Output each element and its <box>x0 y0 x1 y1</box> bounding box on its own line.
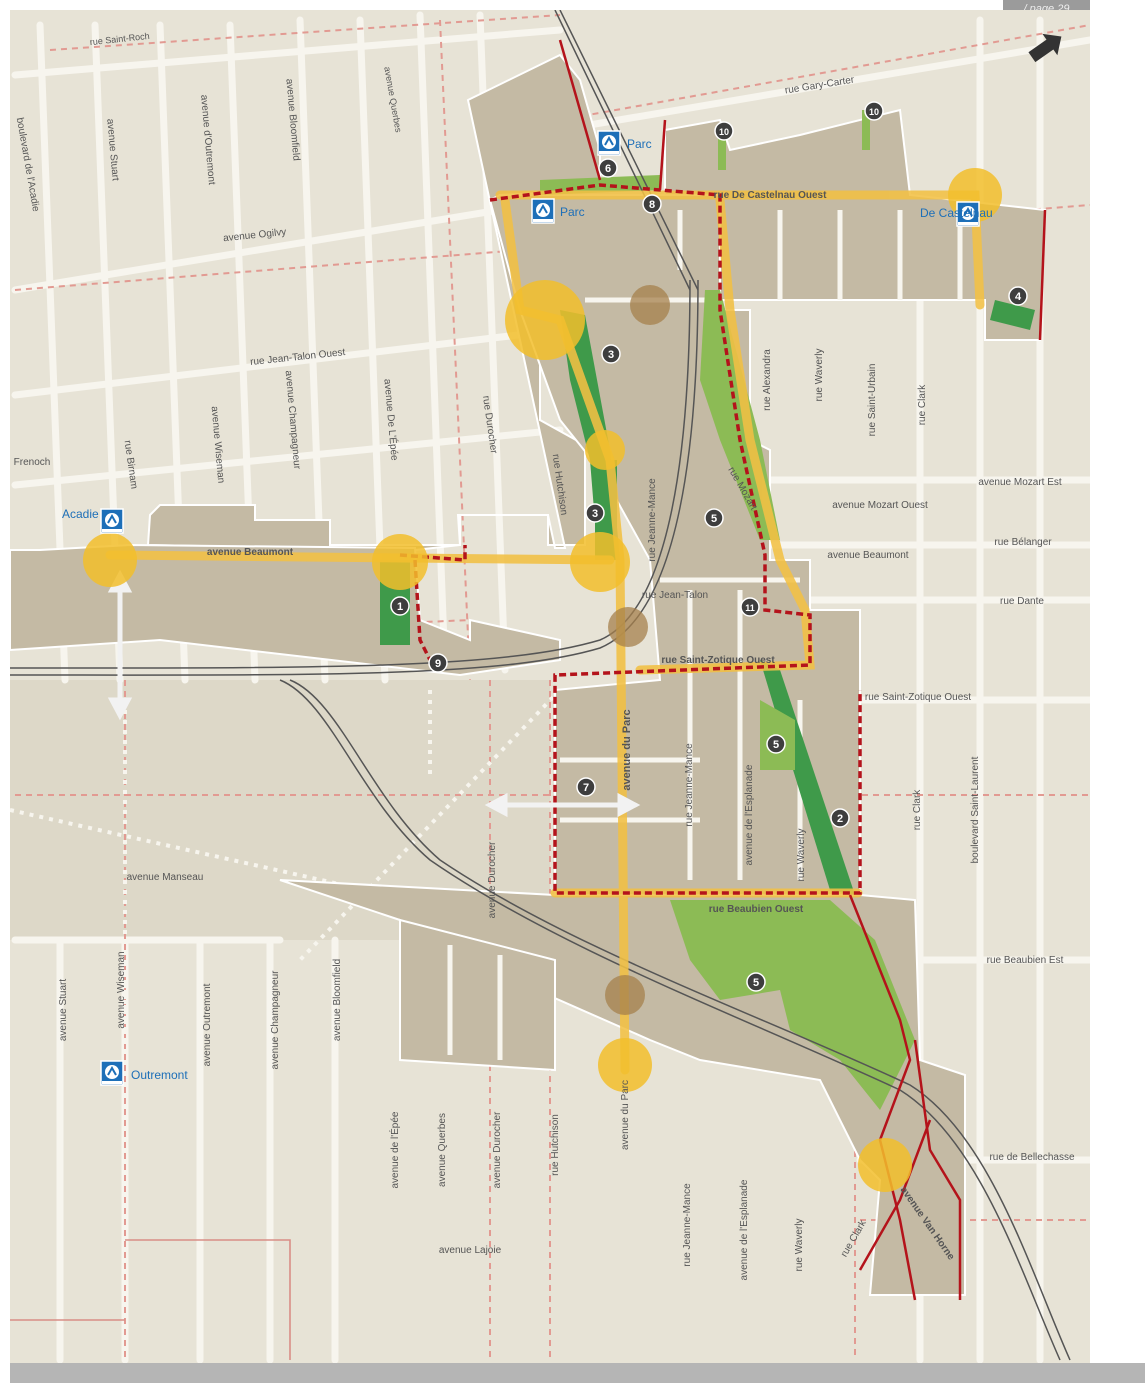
street-label: rue Saint-Urbain <box>867 364 878 437</box>
street-label: rue Clark <box>912 789 923 831</box>
numbered-marker[interactable]: 4 <box>1008 286 1028 306</box>
street-label: Frenoch <box>14 457 51 468</box>
numbered-marker[interactable]: 3 <box>585 503 605 523</box>
metro-station-icon[interactable] <box>100 1060 124 1086</box>
outremont-boundary <box>10 1239 291 1360</box>
numbered-marker[interactable]: 10 <box>864 101 884 121</box>
street-label: rue de Bellechasse <box>989 1152 1074 1163</box>
marker-number: 5 <box>773 739 779 751</box>
street-label: avenue Stuart <box>58 979 69 1041</box>
numbered-marker[interactable]: 5 <box>704 508 724 528</box>
marker-number: 4 <box>1015 291 1022 303</box>
parks <box>380 110 1035 1110</box>
street-label: avenue Querbes <box>437 1113 448 1187</box>
street-label: rue Jeanne-Mance <box>647 478 658 562</box>
street-label: avenue Outremont <box>202 983 213 1066</box>
station-label: Acadie <box>62 507 99 521</box>
marker-number: 5 <box>753 977 759 989</box>
metro-station-icon[interactable] <box>531 198 555 224</box>
marker-number: 3 <box>608 349 614 361</box>
street-label: avenue Stuart <box>104 118 120 181</box>
station-label: Parc <box>627 137 652 151</box>
street-label: rue Dante <box>1000 596 1044 607</box>
street-label: avenue du Parc <box>621 709 633 790</box>
numbered-marker[interactable]: 1 <box>390 596 410 616</box>
street-label: rue Saint-Zotique Ouest <box>865 692 971 703</box>
street-label: rue Waverly <box>794 1219 805 1272</box>
bottom-bar <box>10 1363 1145 1383</box>
street-label: avenue Manseau <box>127 872 204 883</box>
street-label: rue Hutchison <box>550 1114 561 1176</box>
street-label: avenue Beaumont <box>827 550 908 561</box>
street-label: rue De Castelnau Ouest <box>714 190 827 201</box>
street-label: avenue Durocher <box>487 841 498 918</box>
street-label: avenue de l'Esplanade <box>739 1179 750 1280</box>
street-label: rue Clark <box>917 384 928 426</box>
street-label: rue Beaubien Est <box>987 955 1064 966</box>
nodes <box>83 168 1002 1192</box>
street-label: rue Jean-Talon <box>642 590 708 601</box>
street-label: avenue Beaumont <box>207 547 294 558</box>
street-label: avenue de l'Esplanade <box>744 764 755 865</box>
site-boundary-solid <box>558 39 1047 1301</box>
street-label: avenue du Parc <box>620 1080 631 1150</box>
station-label: Parc <box>560 205 585 219</box>
marker-number: 3 <box>592 508 598 520</box>
marker-number: 1 <box>397 601 403 613</box>
numbered-marker[interactable]: 2 <box>830 808 850 828</box>
street-label: avenue Wiseman <box>116 951 127 1028</box>
street-label: rue Bélanger <box>994 537 1052 548</box>
numbered-marker[interactable]: 6 <box>598 158 618 178</box>
marker-number: 10 <box>719 127 729 137</box>
marker-number: 2 <box>837 813 843 825</box>
north-arrow-icon <box>1028 33 1062 63</box>
railway-lines <box>10 10 1071 1361</box>
street-label: rue Jeanne-Mance <box>682 1183 693 1267</box>
marker-number: 11 <box>745 603 755 613</box>
numbered-marker[interactable]: 11 <box>740 597 760 617</box>
street-label: avenue Lajoie <box>439 1245 502 1256</box>
street-label: avenue Bloomfield <box>332 959 343 1041</box>
marker-number: 9 <box>435 658 441 670</box>
marker-number: 6 <box>605 163 611 175</box>
marker-number: 7 <box>583 782 589 794</box>
numbered-marker[interactable]: 7 <box>576 777 596 797</box>
metro-station-icon[interactable] <box>597 130 621 156</box>
numbered-marker[interactable]: 5 <box>766 734 786 754</box>
street-label: rue Waverly <box>796 829 807 882</box>
numbered-marker[interactable]: 10 <box>714 121 734 141</box>
street-label: rue Beaubien Ouest <box>709 904 804 915</box>
numbered-markers: 1 2 3 3 4 5 5 5 6 7 8 9 10 10 11 <box>390 101 1028 992</box>
numbered-marker[interactable]: 5 <box>746 972 766 992</box>
numbered-marker[interactable]: 3 <box>601 344 621 364</box>
marker-number: 10 <box>869 107 879 117</box>
numbered-marker[interactable]: 9 <box>428 653 448 673</box>
metro-station-icon[interactable] <box>956 201 980 227</box>
connection-arrows <box>107 569 641 818</box>
numbered-marker[interactable]: 8 <box>642 194 662 214</box>
station-label: De Castelnau <box>920 206 993 220</box>
street-label: avenue Durocher <box>492 1111 503 1188</box>
street-label: avenue de l'Épée <box>388 1111 401 1188</box>
street-label: rue Jeanne-Mance <box>684 743 695 827</box>
marker-number: 8 <box>649 199 655 211</box>
street-label: avenue Champagneur <box>270 970 281 1070</box>
street-label: rue Alexandra <box>762 349 773 411</box>
station-label: Outremont <box>131 1068 188 1082</box>
street-label: avenue Mozart Est <box>978 477 1062 488</box>
marker-number: 5 <box>711 513 717 525</box>
street-label: rue Waverly <box>814 349 825 402</box>
street-label: avenue Mozart Ouest <box>832 500 928 511</box>
metro-station-icon[interactable] <box>100 508 124 534</box>
study-area-boundary <box>399 183 862 895</box>
street-label: rue Saint-Zotique Ouest <box>661 655 775 666</box>
street-label: boulevard Saint-Laurent <box>970 756 981 863</box>
